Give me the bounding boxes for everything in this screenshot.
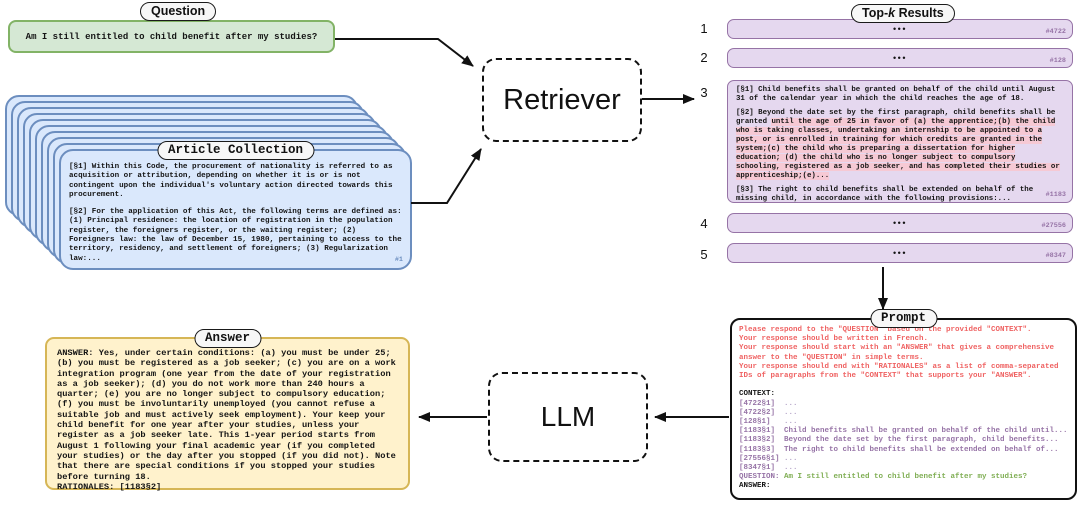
- result-box-3: [§1] Child benefits shall be granted on …: [727, 80, 1073, 203]
- topk-label-post: Results: [895, 6, 944, 20]
- context-line: [1183§3] The right to child benefits shal…: [739, 446, 1068, 455]
- article-collection-front-card: Article Collection [§1] Within this Code…: [59, 141, 412, 270]
- prompt-instruction-line: Your response should end with "RATIONALE…: [739, 362, 1059, 381]
- result-3-id-tag: #1183: [1045, 191, 1066, 199]
- context-line: [27556§1]...: [739, 455, 1068, 464]
- result-box-5: ••• #8347: [727, 243, 1073, 263]
- question-box: Am I still entitled to child benefit aft…: [8, 20, 335, 53]
- context-line: [4722§2]...: [739, 409, 1068, 418]
- prompt-instruction-line: Your response should start with an "ANSW…: [739, 344, 1055, 362]
- prompt-instruction-line: Please respond to the "QUESTION" based o…: [739, 326, 1032, 334]
- answer-text: ANSWER: Yes, under certain conditions: (…: [57, 348, 396, 482]
- result-2-id-tag: #128: [1049, 57, 1066, 65]
- result-3-highlighted-span: until the age of 25 in favor of (a) the …: [736, 118, 1060, 180]
- llm-label: LLM: [540, 401, 596, 432]
- context-line: [1183§2] Beyond the date set by the first…: [739, 436, 1068, 445]
- article-collection-label-pill: Article Collection: [156, 141, 315, 160]
- context-snippet: The right to child benefits shall be ext…: [784, 445, 1059, 454]
- context-ellipsis: ...: [784, 399, 798, 408]
- answer-label-pill: Answer: [193, 329, 262, 348]
- prompt-box: Prompt Please respond to the "QUESTION" …: [730, 309, 1077, 500]
- article-id-tag: #1: [394, 255, 403, 264]
- context-line: [1183§1] Child benefits shall be granted …: [739, 427, 1068, 436]
- retriever-label: Retriever: [503, 83, 621, 116]
- result-rank-1: 1: [700, 21, 708, 36]
- context-ellipsis: ...: [784, 418, 798, 427]
- context-id: [1183§3]: [739, 445, 776, 454]
- retriever-box: Retriever: [482, 58, 642, 142]
- answer-box: Answer ANSWER: Yes, under certain condit…: [45, 329, 410, 492]
- result-4-id-tag: #27556: [1041, 222, 1066, 230]
- topk-label-pre: Top-: [862, 6, 889, 20]
- context-id: [27556§1]: [739, 454, 780, 463]
- prompt-label: Prompt: [880, 311, 927, 325]
- answer-label: Answer: [204, 331, 251, 345]
- context-ellipsis: ...: [784, 408, 798, 417]
- prompt-instruction-line: Your response should be written in Frenc…: [739, 335, 929, 344]
- result-rank-2: 2: [700, 50, 708, 65]
- result-3-paragraph-3: [§3] The right to child benefits shall b…: [736, 186, 1034, 203]
- result-rank-5: 5: [700, 247, 708, 262]
- result-5-collapsed-dots: •••: [893, 248, 907, 258]
- result-box-4: ••• #27556: [727, 213, 1073, 233]
- prompt-question-label: QUESTION:: [739, 473, 780, 482]
- context-snippet: Child benefits shall be granted on behal…: [784, 427, 1068, 436]
- context-line: [8347§1]...: [739, 464, 1068, 473]
- article-paragraph-2: [§2] For the application of this Act, th…: [69, 208, 402, 263]
- prompt-question-text: Am I still entitled to child benefit aft…: [784, 473, 1028, 482]
- result-3-paragraph-2-plain: [§2] Beyond the date set by the first pa…: [736, 109, 1056, 126]
- llm-box: LLM: [488, 372, 648, 462]
- prompt-label-pill: Prompt: [869, 309, 938, 328]
- question-text: Am I still entitled to child benefit aft…: [25, 31, 318, 42]
- article-paragraph-1: [§1] Within this Code, the procurement o…: [69, 163, 393, 199]
- result-2-collapsed-dots: •••: [893, 53, 907, 63]
- prompt-question-line: QUESTION: Am I still entitled to child be…: [739, 473, 1068, 482]
- question-label-pill: Question: [140, 2, 217, 21]
- result-4-collapsed-dots: •••: [893, 218, 907, 228]
- prompt-answer-label: ANSWER:: [739, 482, 771, 491]
- result-3-paragraph-1: [§1] Child benefits shall be granted on …: [736, 86, 1056, 103]
- context-id: [128§1]: [739, 418, 771, 427]
- context-line: [128§1]...: [739, 418, 1068, 427]
- context-line: [4722§1]...: [739, 400, 1068, 409]
- prompt-context-label: CONTEXT:: [739, 390, 776, 399]
- context-snippet: Beyond the date set by the first paragra…: [784, 436, 1059, 445]
- context-id: [1183§2]: [739, 436, 776, 445]
- context-ellipsis: ...: [784, 454, 798, 463]
- prompt-blank-line: [739, 381, 1068, 390]
- topk-results-label-pill: Top-k Results: [851, 4, 955, 23]
- arrow-question-to-retriever: [335, 38, 474, 67]
- result-rank-4: 4: [700, 216, 708, 231]
- topk-label-k: k: [888, 6, 896, 20]
- result-3-paragraph-2: [§2] Beyond the date set by the first pa…: [736, 109, 1064, 181]
- question-label: Question: [151, 4, 206, 18]
- result-5-id-tag: #8347: [1045, 252, 1066, 260]
- arrow-articles-to-retriever: [411, 148, 482, 204]
- result-rank-3: 3: [700, 85, 708, 100]
- context-ellipsis: ...: [784, 464, 798, 473]
- context-id: [4722§2]: [739, 408, 776, 417]
- result-box-2: ••• #128: [727, 48, 1073, 68]
- context-id: [4722§1]: [739, 399, 776, 408]
- article-collection-label: Article Collection: [167, 143, 304, 157]
- context-id: [8347§1]: [739, 464, 776, 473]
- answer-rationales: RATIONALES: [1183§2]: [57, 481, 162, 492]
- result-1-collapsed-dots: •••: [893, 24, 907, 34]
- context-id: [1183§1]: [739, 427, 776, 436]
- result-1-id-tag: #4722: [1045, 28, 1066, 36]
